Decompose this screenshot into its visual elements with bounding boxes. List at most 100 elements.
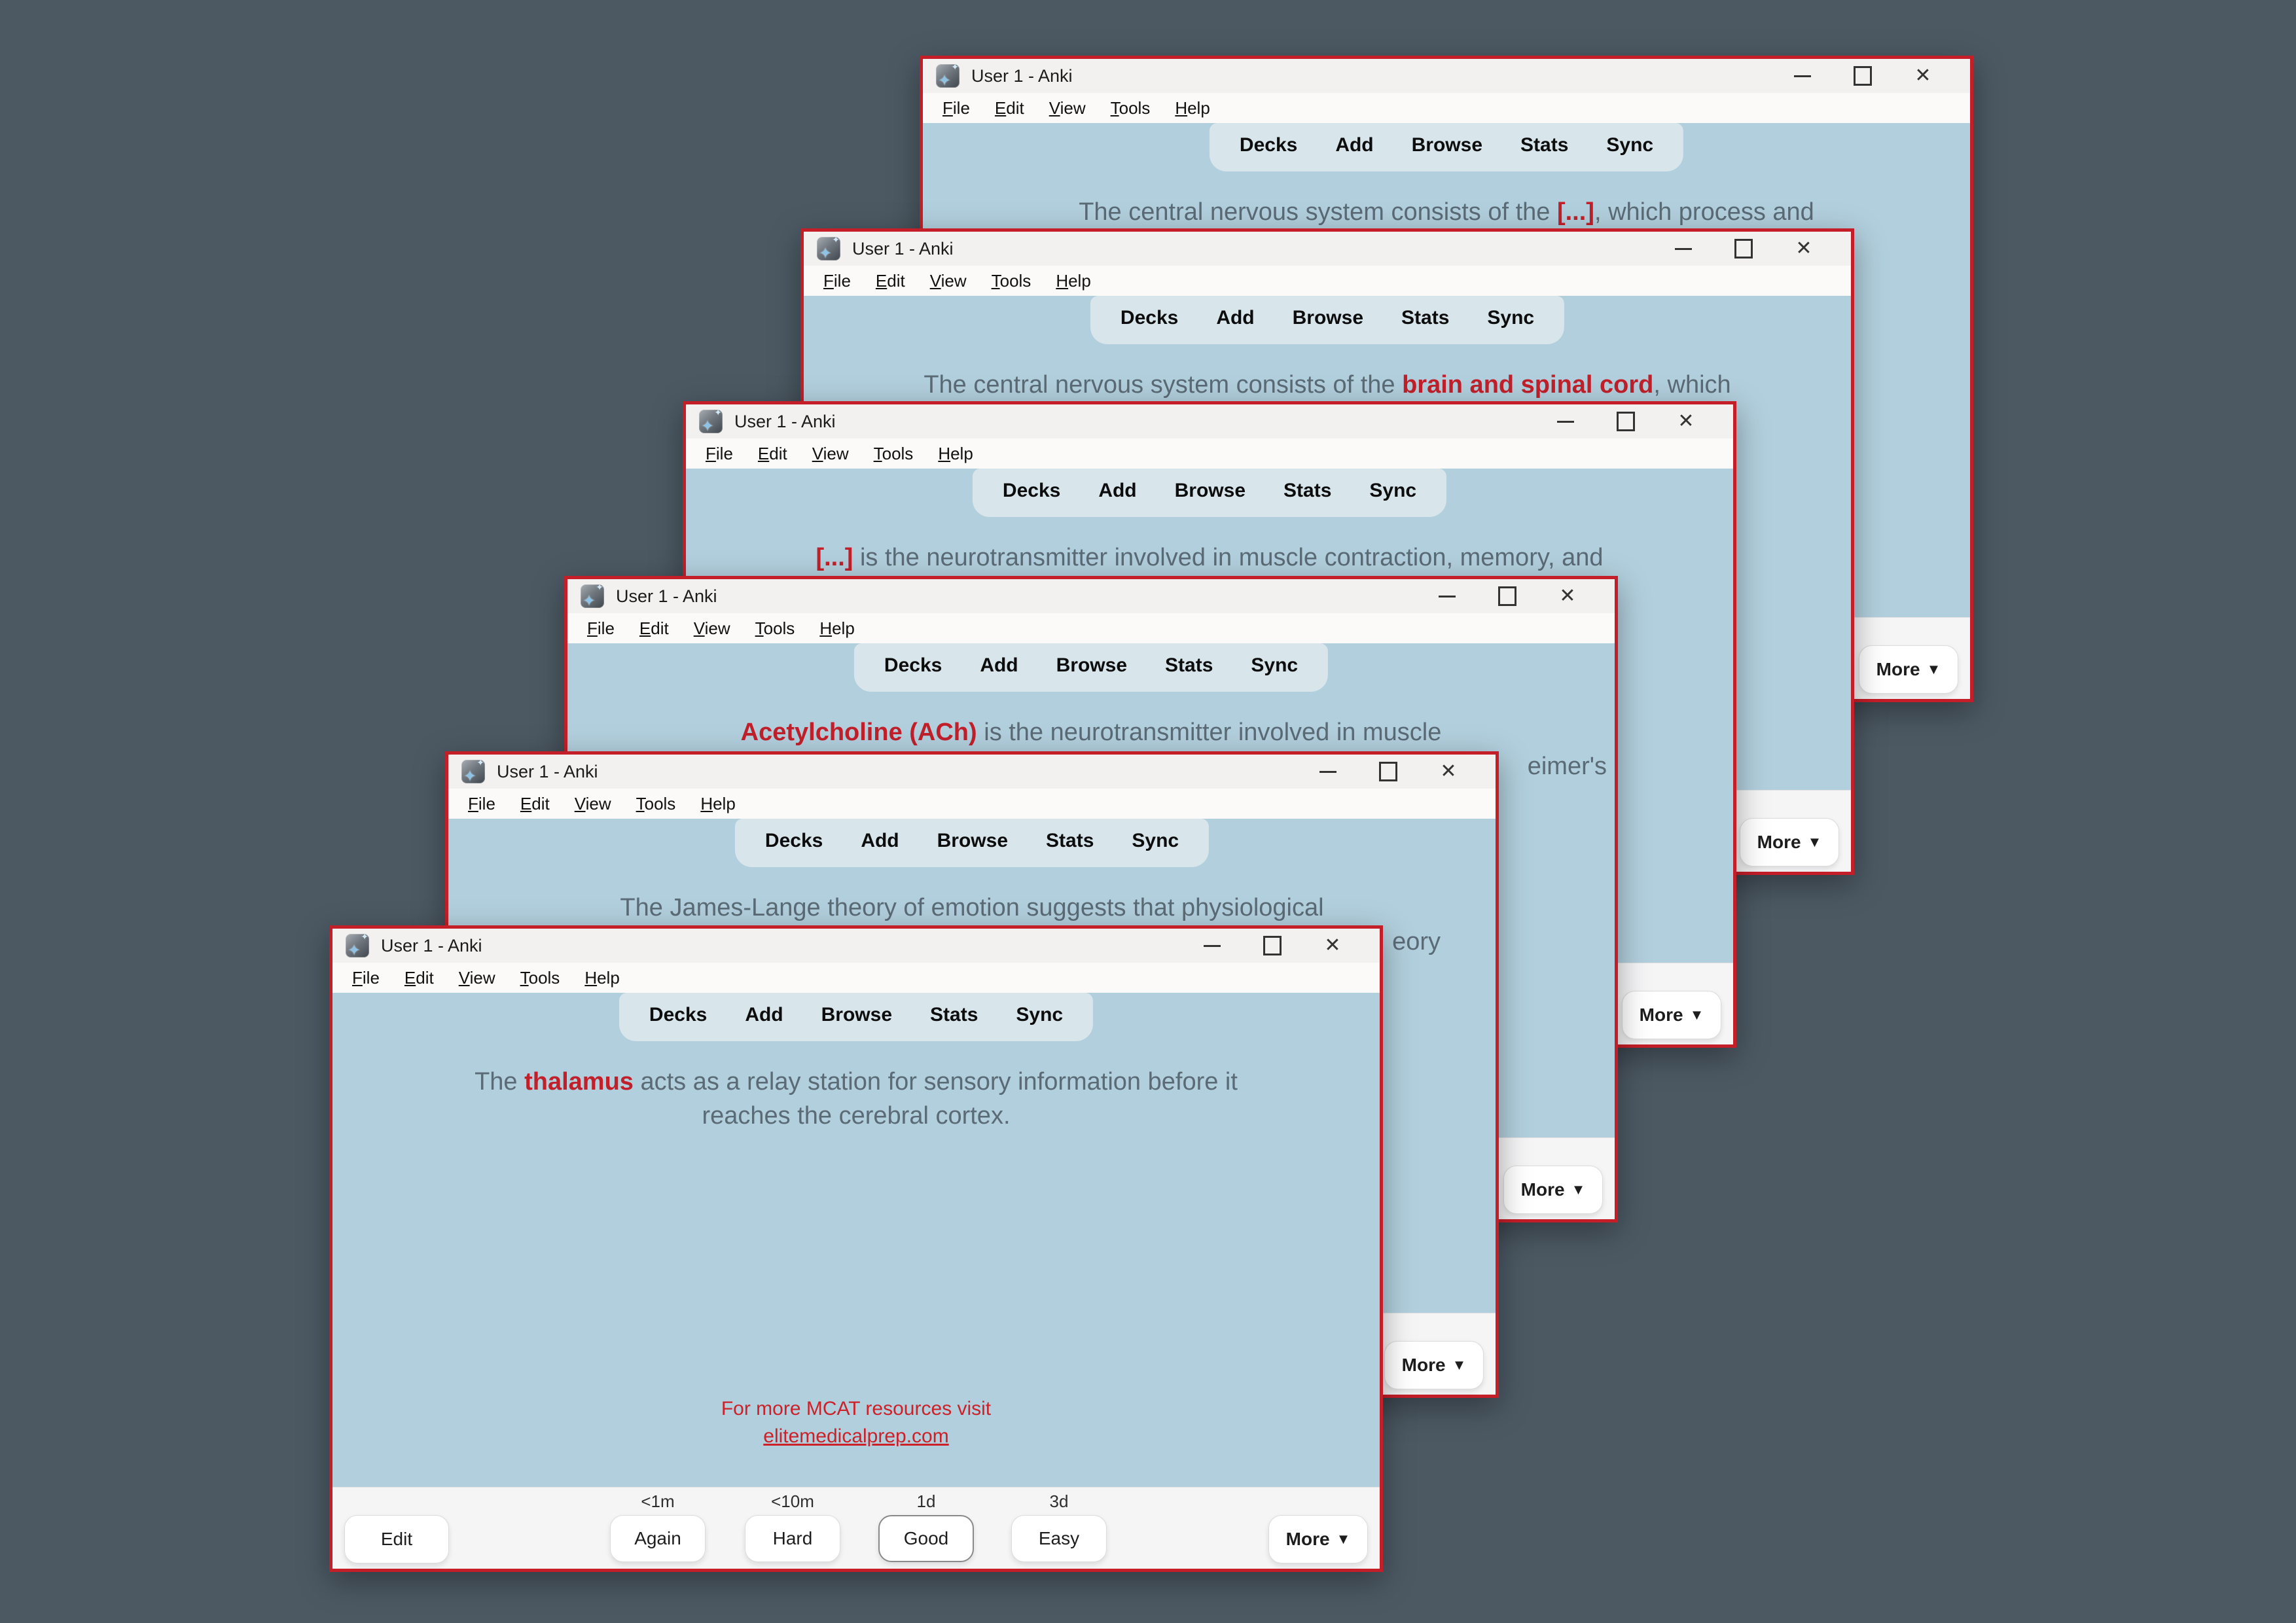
minimize-button[interactable]	[1772, 59, 1833, 93]
toolbar-stats[interactable]: Stats	[930, 1004, 978, 1026]
toolbar-add[interactable]: Add	[1335, 134, 1374, 156]
menu-view[interactable]: View	[458, 967, 495, 988]
menu-help[interactable]: Help	[700, 793, 736, 813]
menu-view[interactable]: View	[929, 270, 967, 291]
menu-tools[interactable]: Tools	[1110, 98, 1151, 118]
more-button[interactable]: More▼	[1622, 991, 1721, 1039]
close-button[interactable]: ✕	[1656, 404, 1716, 438]
edit-button[interactable]: Edit	[344, 1515, 449, 1563]
maximize-icon	[1854, 66, 1872, 86]
toolbar-browse[interactable]: Browse	[1056, 654, 1128, 676]
menu-help[interactable]: Help	[1175, 98, 1210, 118]
menu-tools[interactable]: Tools	[520, 967, 560, 988]
toolbar-add[interactable]: Add	[980, 654, 1018, 676]
title-bar[interactable]: ✦✦ User 1 - Anki ✕	[567, 579, 1615, 613]
menu-file[interactable]: File	[823, 270, 851, 291]
toolbar-stats[interactable]: Stats	[1046, 830, 1094, 851]
menu-file[interactable]: File	[352, 967, 380, 988]
menu-view[interactable]: View	[574, 793, 611, 813]
minimize-button[interactable]	[1182, 929, 1242, 963]
maximize-button[interactable]	[1713, 232, 1774, 266]
close-button[interactable]: ✕	[1418, 755, 1479, 789]
toolbar-decks[interactable]: Decks	[649, 1004, 708, 1026]
maximize-button[interactable]	[1833, 59, 1893, 93]
hard-button[interactable]: Hard	[745, 1515, 840, 1562]
toolbar-browse[interactable]: Browse	[1174, 480, 1246, 501]
good-button[interactable]: Good	[878, 1515, 974, 1562]
menu-tools[interactable]: Tools	[873, 443, 914, 463]
toolbar-stats[interactable]: Stats	[1520, 134, 1569, 156]
toolbar-sync[interactable]: Sync	[1369, 480, 1417, 501]
maximize-icon	[1498, 586, 1516, 606]
toolbar-sync[interactable]: Sync	[1606, 134, 1654, 156]
minimize-button[interactable]	[1417, 579, 1477, 613]
menu-edit[interactable]: Edit	[875, 270, 905, 291]
menu-file[interactable]: File	[706, 443, 733, 463]
easy-button[interactable]: Easy	[1011, 1515, 1107, 1562]
maximize-button[interactable]	[1242, 929, 1302, 963]
close-button[interactable]: ✕	[1537, 579, 1598, 613]
menu-file[interactable]: File	[942, 98, 970, 118]
toolbar-browse[interactable]: Browse	[1411, 134, 1483, 156]
menu-view[interactable]: View	[812, 443, 849, 463]
menu-edit[interactable]: Edit	[520, 793, 550, 813]
title-bar[interactable]: ✦✦ User 1 - Anki ✕	[686, 404, 1733, 438]
toolbar-browse[interactable]: Browse	[937, 830, 1009, 851]
toolbar-add[interactable]: Add	[745, 1004, 783, 1026]
menu-help[interactable]: Help	[584, 967, 620, 988]
menu-file[interactable]: File	[587, 618, 615, 638]
again-button[interactable]: Again	[610, 1515, 706, 1562]
minimize-button[interactable]	[1653, 232, 1713, 266]
menu-edit[interactable]: Edit	[639, 618, 669, 638]
menu-edit[interactable]: Edit	[994, 98, 1024, 118]
more-button[interactable]: More▼	[1503, 1166, 1603, 1214]
toolbar-decks[interactable]: Decks	[764, 830, 823, 851]
toolbar-sync[interactable]: Sync	[1132, 830, 1179, 851]
toolbar-stats[interactable]: Stats	[1283, 480, 1332, 501]
close-icon: ✕	[1795, 238, 1812, 259]
menu-edit[interactable]: Edit	[404, 967, 434, 988]
more-button[interactable]: More▼	[1740, 818, 1839, 866]
menu-help[interactable]: Help	[819, 618, 855, 638]
toolbar-sync[interactable]: Sync	[1487, 307, 1535, 329]
title-bar[interactable]: ✦✦ User 1 - Anki ✕	[448, 755, 1496, 789]
toolbar-decks[interactable]: Decks	[1120, 307, 1179, 329]
maximize-button[interactable]	[1477, 579, 1537, 613]
menu-view[interactable]: View	[1049, 98, 1086, 118]
toolbar-decks[interactable]: Decks	[1239, 134, 1298, 156]
close-button[interactable]: ✕	[1893, 59, 1953, 93]
more-label: More	[1285, 1529, 1330, 1549]
minimize-button[interactable]	[1298, 755, 1358, 789]
more-button[interactable]: More▼	[1268, 1515, 1368, 1563]
toolbar-add[interactable]: Add	[1216, 307, 1255, 329]
title-bar[interactable]: ✦✦ User 1 - Anki ✕	[804, 232, 1851, 266]
maximize-button[interactable]	[1596, 404, 1656, 438]
menu-view[interactable]: View	[693, 618, 730, 638]
toolbar-sync[interactable]: Sync	[1251, 654, 1299, 676]
more-button[interactable]: More▼	[1384, 1341, 1484, 1389]
title-bar[interactable]: ✦✦ User 1 - Anki ✕	[923, 59, 1970, 93]
maximize-button[interactable]	[1358, 755, 1418, 789]
close-button[interactable]: ✕	[1302, 929, 1363, 963]
toolbar-decks[interactable]: Decks	[1002, 480, 1061, 501]
more-button[interactable]: More▼	[1859, 645, 1958, 694]
menu-tools[interactable]: Tools	[991, 270, 1031, 291]
minimize-button[interactable]	[1535, 404, 1596, 438]
toolbar-add[interactable]: Add	[1098, 480, 1137, 501]
toolbar-stats[interactable]: Stats	[1165, 654, 1213, 676]
close-button[interactable]: ✕	[1774, 232, 1834, 266]
toolbar-add[interactable]: Add	[861, 830, 899, 851]
title-bar[interactable]: ✦✦ User 1 - Anki ✕	[332, 929, 1380, 963]
toolbar-browse[interactable]: Browse	[1292, 307, 1364, 329]
toolbar-sync[interactable]: Sync	[1016, 1004, 1064, 1026]
menu-help[interactable]: Help	[938, 443, 973, 463]
menu-tools[interactable]: Tools	[755, 618, 795, 638]
menu-help[interactable]: Help	[1056, 270, 1091, 291]
menu-file[interactable]: File	[468, 793, 495, 813]
toolbar-stats[interactable]: Stats	[1401, 307, 1450, 329]
toolbar-decks[interactable]: Decks	[884, 654, 942, 676]
footer-link[interactable]: elitemedicalprep.com	[763, 1425, 949, 1447]
menu-tools[interactable]: Tools	[636, 793, 676, 813]
toolbar-browse[interactable]: Browse	[821, 1004, 893, 1026]
menu-edit[interactable]: Edit	[757, 443, 787, 463]
